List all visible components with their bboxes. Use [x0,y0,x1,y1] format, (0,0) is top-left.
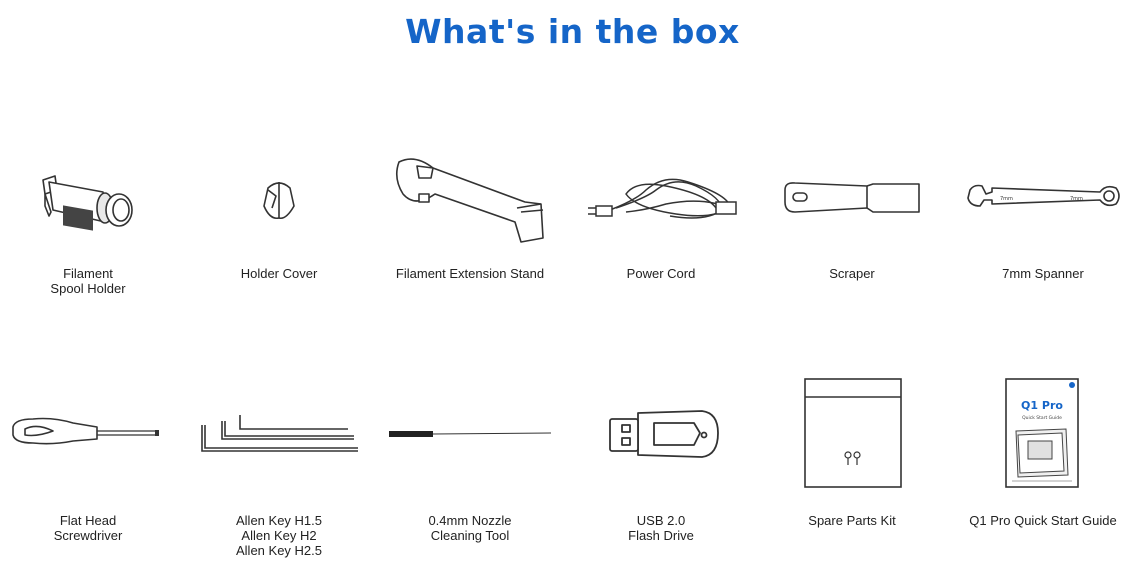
item-label: Flat Head [59,513,117,528]
spanner-size-mark: 7mm [1070,196,1083,202]
item-filament-extension-stand: Filament Extension Stand [375,150,565,310]
item-label: Allen Key H2.5 [236,543,322,558]
item-label: Filament [63,266,113,281]
scraper-icon [784,182,920,213]
item-label: Cleaning Tool [430,528,510,543]
usb-drive-icon [609,410,719,458]
item-spanner: 7mm 7mm 7mm Spanner [948,150,1138,310]
screwdriver-icon [12,417,159,445]
guide-cover-subtitle: Quick Start Guide [1022,415,1062,421]
item-label: Holder Cover [240,266,318,281]
item-nozzle-cleaning-tool: 0.4mm Nozzle Cleaning Tool [375,375,565,565]
item-label: Q1 Pro Quick Start Guide [969,513,1117,528]
guide-cover-title: Q1 Pro [1021,399,1063,412]
item-quick-start-guide: Q1 Pro Quick Start Guide Q1 Pro Quick St… [948,375,1138,565]
item-scraper: Scraper [757,150,947,310]
item-filament-spool-holder: Filament Spool Holder [0,150,183,310]
item-label: Allen Key H2 [241,528,317,543]
item-label: Spare Parts Kit [808,513,896,528]
item-usb-flash-drive: USB 2.0 Flash Drive [566,375,756,565]
item-label: Power Cord [626,266,696,281]
item-flat-head-screwdriver: Flat Head Screwdriver [0,375,183,565]
item-allen-keys: Allen Key H1.5 Allen Key H2 Allen Key H2… [184,375,374,565]
item-label: USB 2.0 [636,513,686,528]
item-label: Flash Drive [628,528,694,543]
item-spare-parts-kit: Spare Parts Kit [757,375,947,565]
power-cord-icon [588,178,737,219]
item-label: Scraper [829,266,875,281]
item-label: Screwdriver [53,528,123,543]
page-title: What's in the box [405,12,740,51]
filament-spool-holder-icon [42,175,133,231]
item-label: Allen Key H1.5 [236,513,322,528]
item-label: Filament Extension Stand [395,266,545,281]
item-label: 7mm Spanner [1002,266,1084,281]
item-power-cord: Power Cord [566,150,756,310]
holder-cover-icon [263,182,295,220]
allen-keys-icon [201,415,358,452]
nozzle-cleaning-tool-icon [389,431,552,437]
item-label: Spool Holder [50,281,126,296]
spare-parts-bag-icon [804,378,902,488]
filament-extension-stand-icon [395,158,544,243]
spanner-size-mark: 7mm [1000,196,1013,202]
quick-start-guide-icon: Q1 Pro Quick Start Guide [1005,378,1079,488]
item-label: 0.4mm Nozzle [428,513,512,528]
item-holder-cover: Holder Cover [184,150,374,310]
spanner-icon: 7mm 7mm [967,184,1120,207]
